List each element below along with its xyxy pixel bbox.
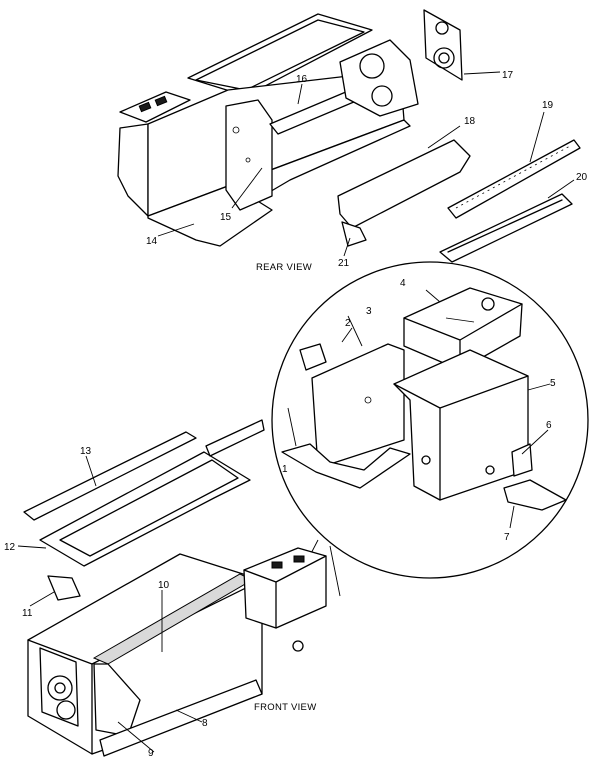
front-view-assembly [23, 419, 327, 757]
part-17-orifice [423, 9, 463, 81]
rear-control-panel [119, 91, 191, 123]
callout-3: 3 [366, 306, 372, 317]
part-18-panel [337, 139, 471, 229]
rear-divider-panel-15 [225, 99, 273, 211]
part-6-bracket [511, 443, 533, 477]
callout-15: 15 [220, 212, 232, 223]
front-housing-side [39, 647, 79, 727]
part-19-strip [447, 139, 581, 219]
callout-11: 11 [22, 608, 33, 619]
front-control-box [243, 547, 327, 629]
rear-fan-shroud [339, 39, 419, 117]
part-9-coil [93, 663, 141, 737]
callout-21: 21 [338, 258, 350, 269]
callout-19: 19 [542, 100, 554, 111]
part-1-tray [281, 443, 411, 489]
callout-12: 12 [4, 542, 16, 553]
rear-view-caption: REAR VIEW [256, 262, 312, 273]
rear-housing-side [117, 123, 149, 217]
callout-20: 20 [576, 172, 588, 183]
callout-14: 14 [146, 236, 158, 247]
part-11-bracket [47, 575, 81, 601]
part-2-clip [299, 343, 327, 371]
callout-2: 2 [345, 318, 351, 329]
callout-16: 16 [296, 74, 308, 85]
callout-13: 13 [80, 446, 92, 457]
callout-18: 18 [464, 116, 476, 127]
part-7-flange [503, 479, 567, 511]
callout-8: 8 [202, 718, 208, 729]
rear-view-assembly [117, 9, 581, 263]
callout-numbers: 1 2 3 4 5 6 7 8 9 10 11 12 13 14 15 16 1… [4, 70, 588, 759]
detail-circle [271, 261, 589, 597]
callout-6: 6 [546, 420, 552, 431]
callout-9: 9 [148, 748, 154, 759]
callout-4: 4 [400, 278, 406, 289]
callout-10: 10 [158, 580, 170, 591]
front-view-caption: FRONT VIEW [254, 702, 316, 713]
callout-7: 7 [504, 532, 510, 543]
callout-1: 1 [282, 464, 288, 475]
leader-lines [17, 71, 575, 753]
rear-housing-floor-14 [147, 119, 411, 247]
part-8-base [99, 679, 263, 757]
part-13-rail [23, 431, 197, 521]
callout-17: 17 [502, 70, 514, 81]
part-5-box [393, 349, 529, 501]
callout-5: 5 [550, 378, 556, 389]
part-21-bracket [341, 221, 367, 247]
part-12-trough [39, 451, 251, 567]
